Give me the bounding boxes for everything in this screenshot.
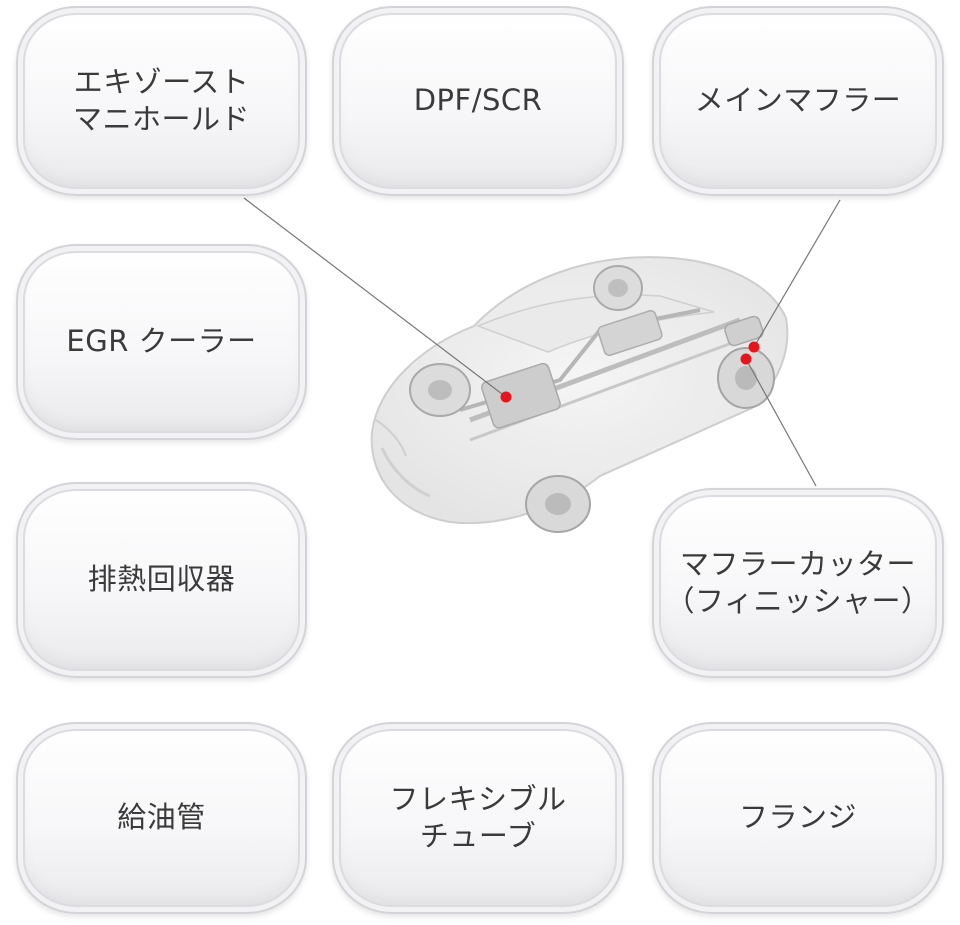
tile-fuel-filler-pipe[interactable]: 給油管 — [16, 722, 307, 914]
leader-line-exhaust-manifold — [243, 197, 507, 398]
tile-main-muffler[interactable]: メインマフラー — [652, 6, 944, 196]
tile-egr-cooler[interactable]: EGR クーラー — [16, 244, 307, 440]
tile-dpf-scr[interactable]: DPF/SCR — [332, 6, 624, 196]
tile-exhaust-heat-recovery[interactable]: 排熱回収器 — [16, 482, 307, 678]
car-illustration — [370, 256, 789, 533]
tile-flexible-tube[interactable]: フレキシブル チューブ — [332, 722, 624, 914]
tile-flange[interactable]: フランジ — [652, 722, 944, 914]
markers — [500, 341, 760, 403]
tile-muffler-cutter[interactable]: マフラーカッター （フィニッシャー） — [652, 488, 944, 678]
marker-main-muffler — [748, 341, 760, 353]
leader-line-muffler-cutter — [745, 358, 817, 487]
marker-muffler-cutter — [740, 353, 752, 365]
leader-lines — [243, 197, 841, 487]
tile-exhaust-manifold[interactable]: エキゾースト マニホールド — [16, 6, 307, 196]
leader-line-main-muffler — [753, 199, 841, 348]
marker-exhaust-manifold — [500, 391, 512, 403]
